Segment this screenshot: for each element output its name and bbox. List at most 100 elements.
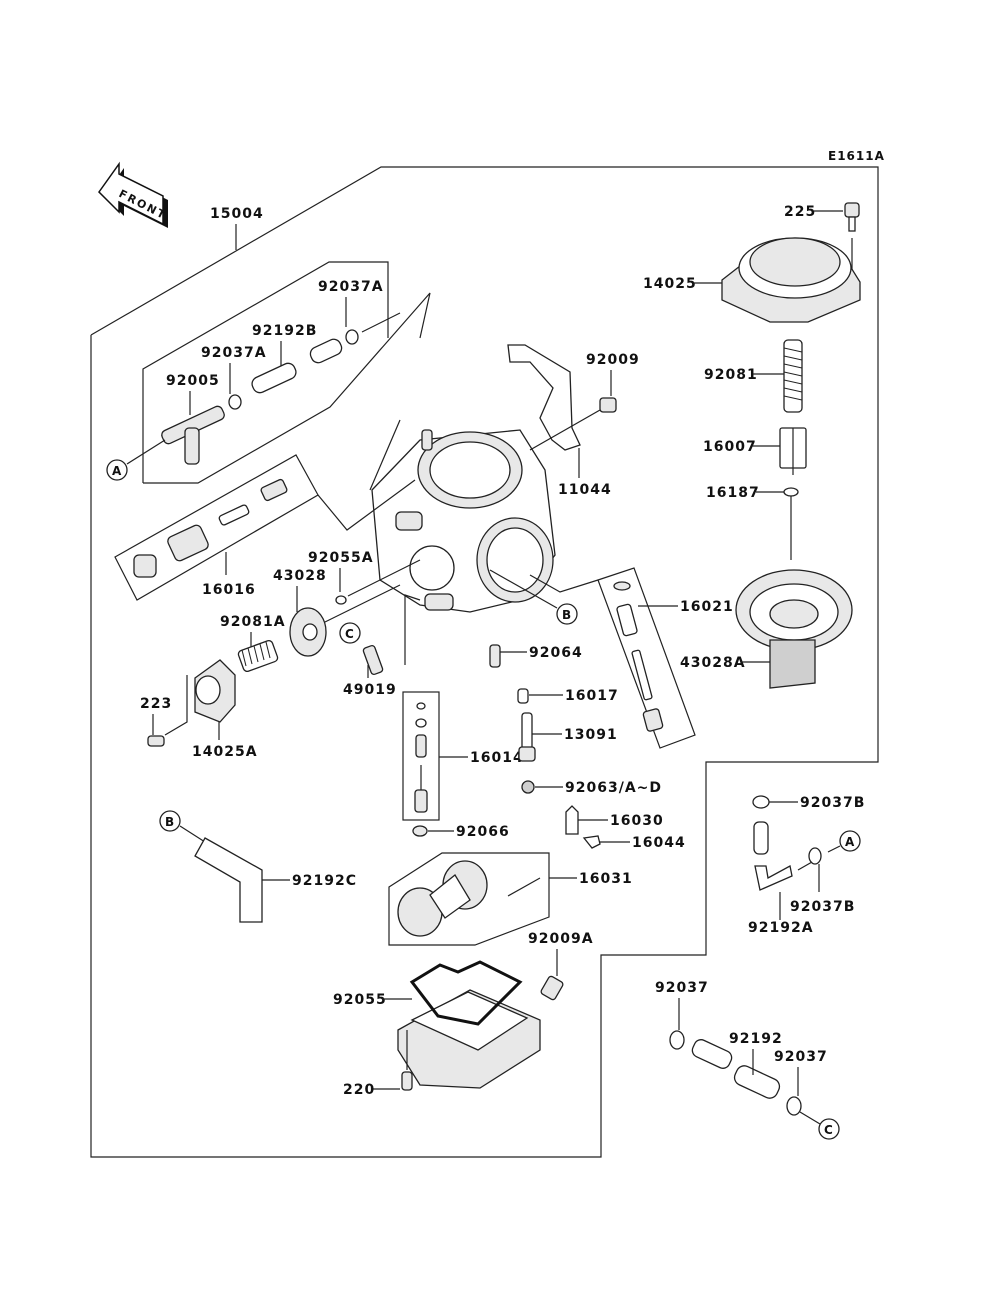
pilot-screw-parts xyxy=(133,478,288,578)
part-label-220: 220 xyxy=(343,1082,375,1098)
part-label-11044: 11044 xyxy=(558,482,612,498)
part-label-15004: 15004 xyxy=(210,206,264,222)
part-label-92009A: 92009A xyxy=(528,931,594,947)
float-bowl xyxy=(397,989,541,1089)
hose-clamp xyxy=(669,1030,685,1050)
part-label-13091: 13091 xyxy=(564,727,618,743)
part-label-43028A: 43028A xyxy=(680,655,746,671)
part-label-92009: 92009 xyxy=(586,352,640,368)
connector-b-label: B xyxy=(165,815,174,829)
float-valve xyxy=(565,805,579,835)
part-label-92081A: 92081A xyxy=(220,614,286,630)
hose-clamp xyxy=(808,847,822,865)
part-label-14025: 14025 xyxy=(643,276,697,292)
hose xyxy=(309,338,343,364)
slide-kit-outline xyxy=(597,567,696,749)
elbow-hose xyxy=(754,865,793,891)
hose-clamp xyxy=(752,795,770,809)
jet-needle xyxy=(783,487,799,497)
part-label-92192: 92192 xyxy=(729,1031,783,1047)
hose-clamp xyxy=(786,1096,802,1116)
connector-a-hose xyxy=(839,830,861,852)
hose xyxy=(691,1039,733,1069)
part-label-92064: 92064 xyxy=(529,645,583,661)
part-label-92037: 92037 xyxy=(655,980,709,996)
float-bowl-gasket xyxy=(409,960,523,1026)
part-label-92066: 92066 xyxy=(456,824,510,840)
part-label-16014: 16014 xyxy=(470,750,524,766)
spring-coils xyxy=(241,641,271,667)
screw xyxy=(401,1071,413,1091)
connector-a-label: A xyxy=(845,835,855,849)
diaphragm-cover xyxy=(194,659,236,723)
t-fitting xyxy=(161,405,225,465)
part-label-92192A: 92192A xyxy=(748,920,814,936)
connector-c-label: C xyxy=(345,627,354,641)
hose xyxy=(251,362,297,394)
part-label-92055A: 92055A xyxy=(308,550,374,566)
vent-hose xyxy=(194,837,263,923)
slide-spring-coils xyxy=(783,347,803,401)
part-label-16044: 16044 xyxy=(632,835,686,851)
part-label-16017: 16017 xyxy=(565,688,619,704)
o-ring xyxy=(335,595,347,605)
assembly-outline xyxy=(90,166,879,1158)
hose xyxy=(753,821,769,855)
diagram-code: E1611A xyxy=(828,149,885,163)
part-label-16016: 16016 xyxy=(202,582,256,598)
connector-a xyxy=(106,459,128,481)
part-label-92037B: 92037B xyxy=(790,899,855,915)
part-label-92037B: 92037B xyxy=(800,795,865,811)
screw xyxy=(599,397,617,413)
needle-jet xyxy=(517,688,529,704)
slide-kit-parts xyxy=(613,581,664,732)
front-arrow-icon: FRONT xyxy=(98,161,169,228)
connector-b-label: B xyxy=(562,608,571,622)
part-label-92081: 92081 xyxy=(704,367,758,383)
part-label-16030: 16030 xyxy=(610,813,664,829)
connector-b xyxy=(556,603,578,625)
throttle-bracket xyxy=(507,344,581,451)
part-label-49019: 49019 xyxy=(343,682,397,698)
needle-kit-parts xyxy=(414,702,428,813)
part-label-14025A: 14025A xyxy=(192,744,258,760)
connector-c-hose xyxy=(818,1118,840,1140)
needle-kit-outline xyxy=(402,691,440,821)
carburetor-body xyxy=(371,429,556,613)
connector-b-hose xyxy=(159,810,181,832)
part-label-92037A: 92037A xyxy=(318,279,384,295)
part-label-43028: 43028 xyxy=(273,568,327,584)
top-cover xyxy=(721,237,861,323)
hose-clamp xyxy=(345,329,359,345)
connector-a-label: A xyxy=(112,464,122,478)
slide-spring xyxy=(783,339,803,413)
screw xyxy=(147,735,165,747)
part-label-16031: 16031 xyxy=(579,871,633,887)
main-jet xyxy=(521,780,535,794)
leader-line xyxy=(317,479,416,531)
float-pin xyxy=(507,877,541,897)
drain-screw xyxy=(540,975,564,1001)
float xyxy=(397,860,488,937)
part-label-92192C: 92192C xyxy=(292,873,357,889)
part-label-92037A: 92037A xyxy=(201,345,267,361)
part-label-92063-A-D: 92063/A~D xyxy=(565,780,662,796)
valve-clip xyxy=(582,835,601,849)
part-label-223: 223 xyxy=(140,696,172,712)
hose-clamp xyxy=(228,394,242,410)
part-label-92192B: 92192B xyxy=(252,323,317,339)
part-label-225: 225 xyxy=(784,204,816,220)
part-label-16187: 16187 xyxy=(706,485,760,501)
float-kit-outline xyxy=(388,852,550,946)
screw xyxy=(844,202,860,218)
part-label-92037: 92037 xyxy=(774,1049,828,1065)
plunger xyxy=(362,644,384,676)
washer xyxy=(412,825,428,837)
screw xyxy=(489,644,501,668)
hose-kit-outline xyxy=(142,261,389,483)
part-label-92005: 92005 xyxy=(166,373,220,389)
vacuum-slide xyxy=(735,569,853,689)
hose xyxy=(733,1065,781,1099)
part-label-16021: 16021 xyxy=(680,599,734,615)
